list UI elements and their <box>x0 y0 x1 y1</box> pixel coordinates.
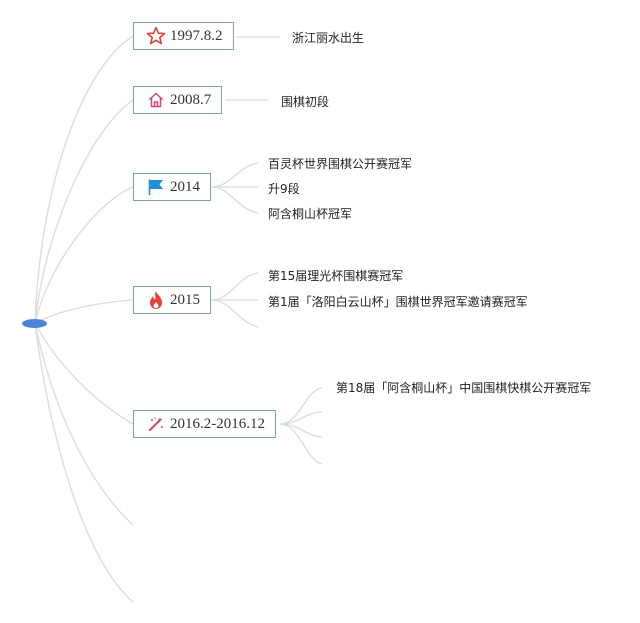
node-label: 2016.2-2016.12 <box>170 415 265 432</box>
node-label: 2008.7 <box>170 91 212 108</box>
leaf-text: 第15届理光杯围棋赛冠军 <box>268 269 404 283</box>
node-2014[interactable]: 2014 <box>133 173 211 201</box>
node-2015[interactable]: 2015 <box>133 286 211 314</box>
node-1997[interactable]: 1997.8.2 <box>133 22 234 50</box>
leaf-text: 第1届「洛阳白云山杯」围棋世界冠军邀请赛冠军 <box>268 295 528 309</box>
node-2016[interactable]: 2016.2-2016.12 <box>133 410 276 438</box>
star-icon <box>146 26 166 46</box>
leaf-text: 升9段 <box>268 182 300 196</box>
fire-icon <box>146 290 166 310</box>
home-icon <box>146 90 166 110</box>
leaf-text: 阿含桐山杯冠军 <box>268 207 353 221</box>
leaf-text: 围棋初段 <box>281 95 330 109</box>
flag-icon <box>146 177 166 197</box>
magic-wand-icon <box>146 414 166 434</box>
node-label: 1997.8.2 <box>170 27 223 44</box>
leaf-text: 浙江丽水出生 <box>292 31 365 45</box>
leaf-text: 百灵杯世界围棋公开赛冠军 <box>268 157 413 171</box>
root-node[interactable] <box>22 319 47 328</box>
node-label: 2015 <box>170 291 200 308</box>
node-label: 2014 <box>170 178 200 195</box>
leaf-text: 第18届「阿含桐山杯」中国围棋快棋公开赛冠军 <box>336 381 592 395</box>
node-2008[interactable]: 2008.7 <box>133 86 223 114</box>
